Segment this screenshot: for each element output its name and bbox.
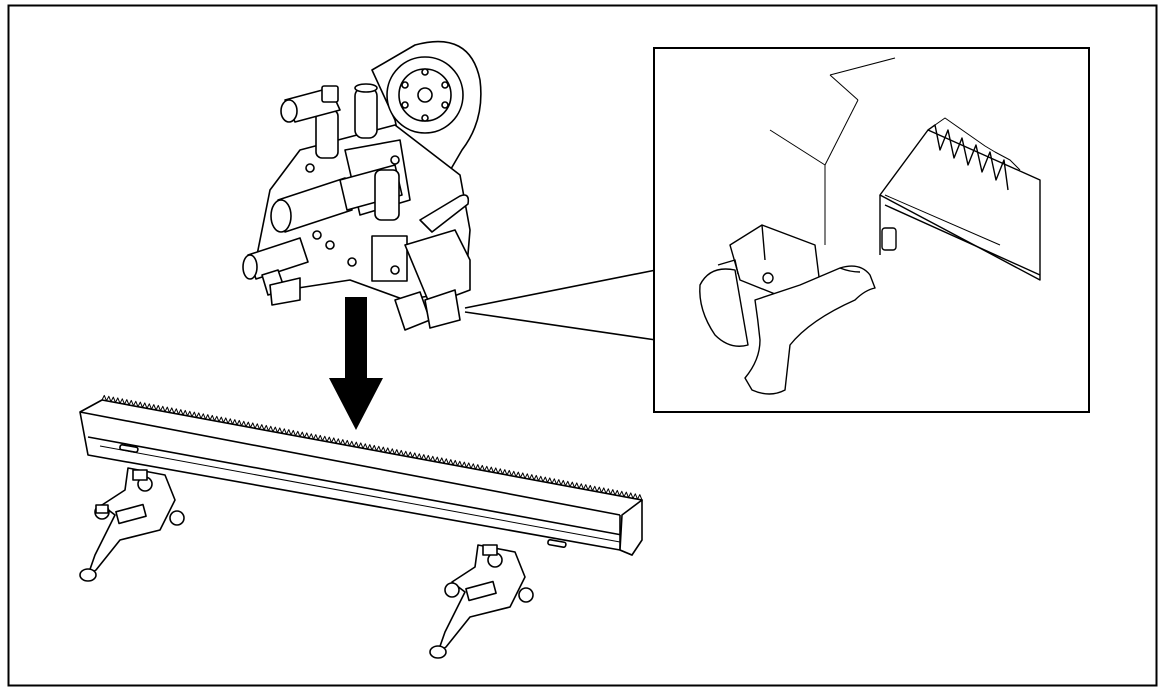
figure-border bbox=[7, 4, 1158, 687]
detail-inset-frame bbox=[653, 47, 1090, 413]
rail-teeth bbox=[101, 394, 643, 501]
rail-support-stand-left bbox=[79, 467, 185, 582]
leader-line bbox=[464, 269, 657, 309]
toothed-rail-icon bbox=[79, 394, 643, 556]
carriage-unit bbox=[242, 40, 482, 331]
clamp-lever-detail-icon bbox=[699, 57, 1041, 395]
rail-support-stand-right bbox=[429, 544, 534, 659]
leader-line bbox=[464, 311, 657, 341]
arrow-down-icon bbox=[329, 297, 383, 430]
rail-tooth-row bbox=[101, 394, 643, 501]
